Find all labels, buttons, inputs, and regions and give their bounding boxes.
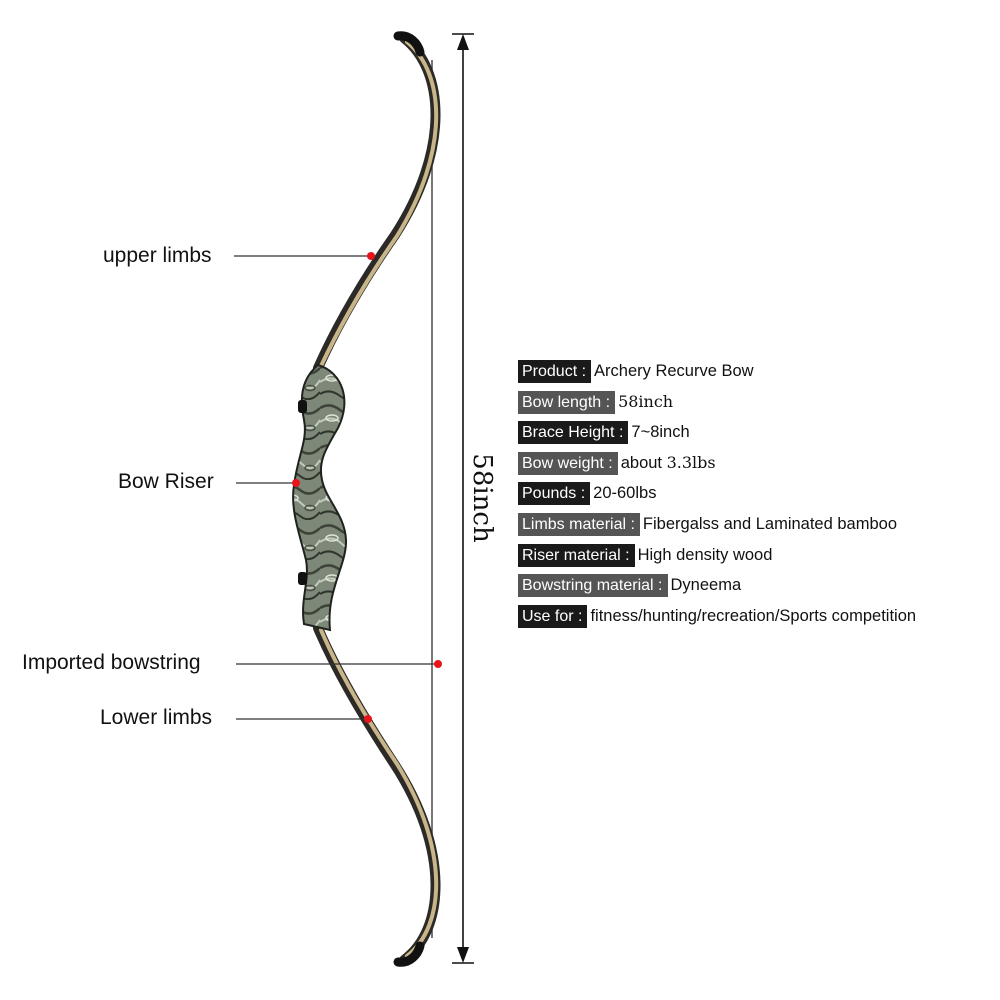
upper-limb — [313, 31, 441, 373]
spec-key-brace-height: Brace Height : — [518, 421, 629, 445]
spec-key-bow-length: Bow length : — [518, 390, 616, 414]
spec-key-product: Product : — [518, 360, 592, 383]
spec-row-bowstring-material: Bowstring material : Dyneema — [518, 573, 916, 598]
bow-riser-marker — [292, 479, 300, 487]
height-dimension-arrow — [452, 33, 474, 964]
spec-key-limbs-material: Limbs material : — [518, 512, 640, 536]
spec-value-bowstring-material: Dyneema — [670, 576, 742, 595]
lower-limbs-marker — [364, 715, 372, 723]
spec-value-limbs-material: Fibergalss and Laminated bamboo — [642, 514, 897, 533]
spec-row-product: Product : Archery Recurve Bow — [518, 359, 916, 384]
spec-row-limbs-material: Limbs material : Fibergalss and Laminate… — [518, 512, 916, 537]
spec-value-bow-weight-text: 3.3lbs — [666, 453, 716, 473]
upper-limbs-label: upper limbs — [103, 244, 212, 267]
upper-limbs-marker — [367, 252, 375, 260]
bowstring-marker — [434, 660, 442, 668]
lower-limbs-label: Lower limbs — [100, 706, 213, 729]
spec-value-riser-material: High density wood — [637, 545, 773, 564]
spec-row-brace-height: Brace Height : 7~8inch — [518, 420, 916, 445]
spec-row-use-for: Use for : fitness/hunting/recreation/Spo… — [518, 604, 916, 629]
bow-riser — [292, 363, 348, 632]
spec-row-bow-length: Bow length : 58inch — [518, 390, 916, 415]
bow-riser-label: Bow Riser — [118, 470, 214, 493]
spec-value-bow-length-text: 58inch — [618, 392, 674, 412]
bow-height-label: 58inch — [467, 453, 497, 543]
spec-value-bow-weight-prefix: about — [620, 454, 667, 473]
spec-value-bow-length: 58inch — [615, 392, 673, 412]
spec-table: Product : Archery Recurve Bow Bow length… — [518, 359, 916, 634]
bowstring-label: Imported bowstring — [22, 651, 201, 674]
spec-value-pounds: 20-60lbs — [593, 484, 657, 503]
spec-key-use-for: Use for : — [518, 604, 588, 628]
spec-row-bow-weight: Bow weight : about 3.3lbs — [518, 451, 916, 476]
spec-value-product: Archery Recurve Bow — [594, 362, 754, 380]
spec-row-pounds: Pounds : 20-60lbs — [518, 481, 916, 506]
spec-key-bow-weight: Bow weight : — [518, 451, 618, 475]
lower-limb — [313, 623, 441, 967]
spec-row-riser-material: Riser material : High density wood — [518, 543, 916, 568]
spec-value-use-for: fitness/hunting/recreation/Sports compet… — [590, 606, 917, 625]
spec-key-pounds: Pounds : — [518, 482, 591, 506]
spec-value-brace-height: 7~8inch — [631, 423, 690, 442]
spec-key-bowstring-material: Bowstring material : — [518, 574, 668, 598]
spec-key-riser-material: Riser material : — [518, 543, 635, 567]
spec-value-bow-weight: about 3.3lbs — [618, 453, 716, 473]
